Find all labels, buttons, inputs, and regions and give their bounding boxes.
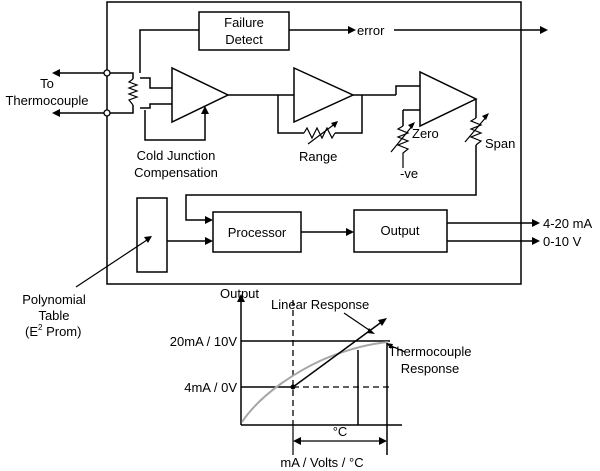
zero-adjust-arrow [390,124,414,153]
zero-label: Zero [412,126,439,141]
thermocouple-arrow-bottom [52,109,60,117]
thermocouple-response-label-2: Response [401,361,460,376]
current-output-label: 4-20 mA [543,216,592,231]
failure-detect-label-1: Failure [224,15,264,30]
polynomial-pointer [75,239,148,288]
failure-detect-feed [139,29,199,73]
amp3-input [395,85,420,95]
range-resistor-icon [303,126,336,140]
transmitter-enclosure [106,1,522,285]
input-amplifier [171,66,230,124]
cj-compensation-arrowhead [201,106,209,114]
range-feedback-return [335,95,363,134]
cold-junction-sensor-icon [127,78,139,106]
voltage-output-arrowhead [532,237,540,245]
range-amplifier [293,66,355,124]
range-feedback [277,95,304,134]
polynomial-label-1: Polynomial [22,292,86,307]
terminal-top [103,69,111,77]
zero-adjust-arrowhead [408,122,415,129]
range-adjust-arrowhead [331,121,338,128]
cj-tap [140,77,172,89]
graph-y-axis-arrowhead [237,294,245,302]
level-low-label: 4mA / 0V [184,380,237,395]
output-block [353,209,448,253]
current-output-arrowhead [532,219,540,227]
span-label: Span [485,136,515,151]
thermocouple-label-1: To [40,76,54,91]
zero-span-amplifier [419,70,478,128]
voltage-output-label: 0-10 V [543,234,582,249]
graph-x-axis-label: mA / Volts / °C [280,455,363,470]
cold-junction-label-1: Cold Junction [137,148,216,163]
eprom-label: (E2 Prom) [25,323,81,339]
span-to-processor [185,145,477,221]
processor-input-arrowhead [205,216,213,224]
output-block-label: Output [380,223,419,238]
thermocouple-label-2: Thermocouple [5,93,88,108]
linear-response-arrowhead [378,318,387,326]
span-adjust-arrowhead [482,113,489,120]
linear-response-start-dot [290,384,296,390]
terminal-bottom [103,109,111,117]
error-arrowhead [348,26,356,34]
span-resistor-icon [469,117,483,146]
cj-tap-2 [140,103,172,109]
prom-to-processor-arrowhead [205,237,213,245]
span-dimension-arrow-right [379,437,387,445]
cj-wire-top [118,72,134,79]
processor-to-output-arrowhead [346,228,354,236]
error-label: error [357,23,385,38]
cold-junction-label-2: Compensation [134,165,218,180]
thermocouple-response-curve [241,341,389,423]
span-dimension-arrow-left [293,437,301,445]
graph-y-axis-label: Output [220,286,259,301]
linear-response-pointer-arrowhead [367,328,375,334]
polynomial-label-2: Table [38,308,69,323]
cj-wire-bottom [118,105,134,114]
span-dimension-label: °C [333,424,348,439]
span-adjust-arrow [464,115,488,143]
polynomial-table-block [136,197,168,273]
range-label: Range [299,149,337,164]
processor-label: Processor [228,225,287,240]
failure-detect-label-2: Detect [225,32,263,47]
polynomial-pointer-arrowhead [144,236,152,243]
zero-resistor-icon [396,125,410,168]
thermocouple-response-pointer-arrowhead [386,343,393,349]
negative-supply-label: -ve [400,166,418,181]
range-adjust-arrow [307,122,337,145]
thermocouple-arrow-top [52,69,60,77]
failure-detect-block [198,11,290,51]
error-output-arrowhead [540,26,548,34]
linear-response-pointer [343,312,373,333]
level-high-label: 20mA / 10V [170,334,238,349]
thermocouple-response-label-1: Thermocouple [388,344,471,359]
linear-response-label: Linear Response [271,297,369,312]
cj-compensation-path [144,110,206,141]
